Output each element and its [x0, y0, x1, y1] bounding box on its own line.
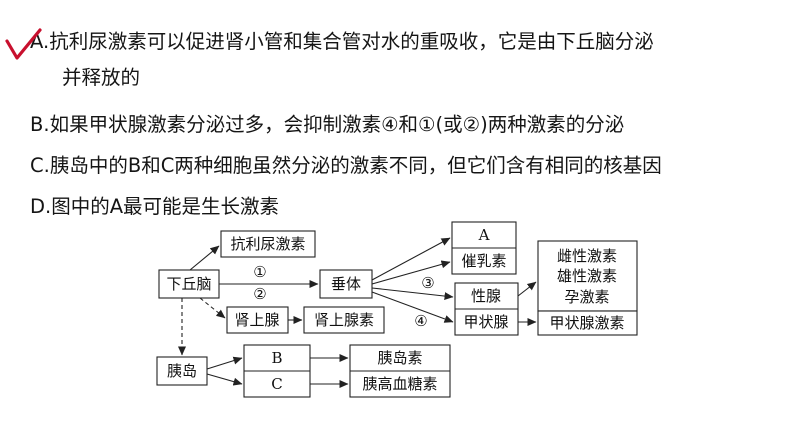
label-insulin: 胰岛素	[377, 349, 422, 367]
label-glucagon: 胰高血糖素	[362, 375, 437, 393]
option-d: D.图中的A最可能是生长激素	[30, 195, 280, 218]
label-c: C	[271, 375, 282, 393]
label-thyroid-hormone: 甲状腺激素	[549, 314, 624, 332]
arrow-islet-b	[206, 356, 243, 370]
option-a-continuation: 并释放的	[62, 66, 141, 89]
label-a: A	[478, 226, 490, 244]
label-adrenal-hormone: 肾上腺素	[314, 311, 374, 329]
label-adrenal-gland: 肾上腺	[234, 311, 279, 329]
box-thyroid-hormone	[537, 310, 638, 336]
option-c: C.胰岛中的B和C两种细胞虽然分泌的激素不同，但它们含有相同的核基因	[30, 154, 662, 177]
arrow-hypothalamus-adh	[189, 245, 220, 271]
label-b: B	[271, 349, 282, 367]
label-hypothalamus: 下丘脑	[166, 275, 211, 293]
box-sex-hormones	[537, 240, 638, 312]
arrow-label-3: ③	[421, 274, 434, 292]
label-adh: 抗利尿激素	[230, 235, 305, 253]
arrow-islet-c	[206, 373, 243, 386]
label-gonad: 性腺	[471, 287, 501, 305]
box-adh	[220, 230, 316, 258]
option-b: B.如果甲状腺激素分泌过多，会抑制激素④和①(或②)两种激素的分泌	[30, 113, 625, 136]
option-a: A.抗利尿激素可以促进肾小管和集合管对水的重吸收，它是由下丘脑分泌	[30, 30, 654, 53]
arrow-pituitary-thyroid	[371, 291, 454, 323]
check-mark-icon	[5, 28, 42, 60]
arrow-pituitary-a	[371, 237, 451, 281]
arrow-pituitary-gonad	[371, 287, 454, 301]
box-pancreatic-islet	[156, 356, 208, 386]
arrow-dashed-adrenal	[199, 297, 226, 319]
box-adrenal-hormone	[303, 306, 385, 334]
arrow-label-1: ①	[253, 263, 266, 281]
arrow-label-4: ④	[414, 312, 427, 330]
box-adrenal-gland	[226, 306, 289, 334]
arrow-gonad-sex-hormones	[517, 281, 537, 297]
arrow-label-2: ②	[253, 285, 266, 303]
label-pancreatic-islet: 胰岛	[167, 362, 197, 380]
label-androgen: 雄性激素	[557, 267, 617, 285]
label-progesterone: 孕激素	[564, 288, 609, 306]
arrow-pituitary-prolactin	[371, 260, 451, 285]
label-thyroid: 甲状腺	[463, 313, 508, 331]
label-estrogen: 雌性激素	[557, 247, 617, 265]
label-prolactin: 催乳素	[461, 252, 506, 270]
label-pituitary: 垂体	[331, 275, 361, 293]
